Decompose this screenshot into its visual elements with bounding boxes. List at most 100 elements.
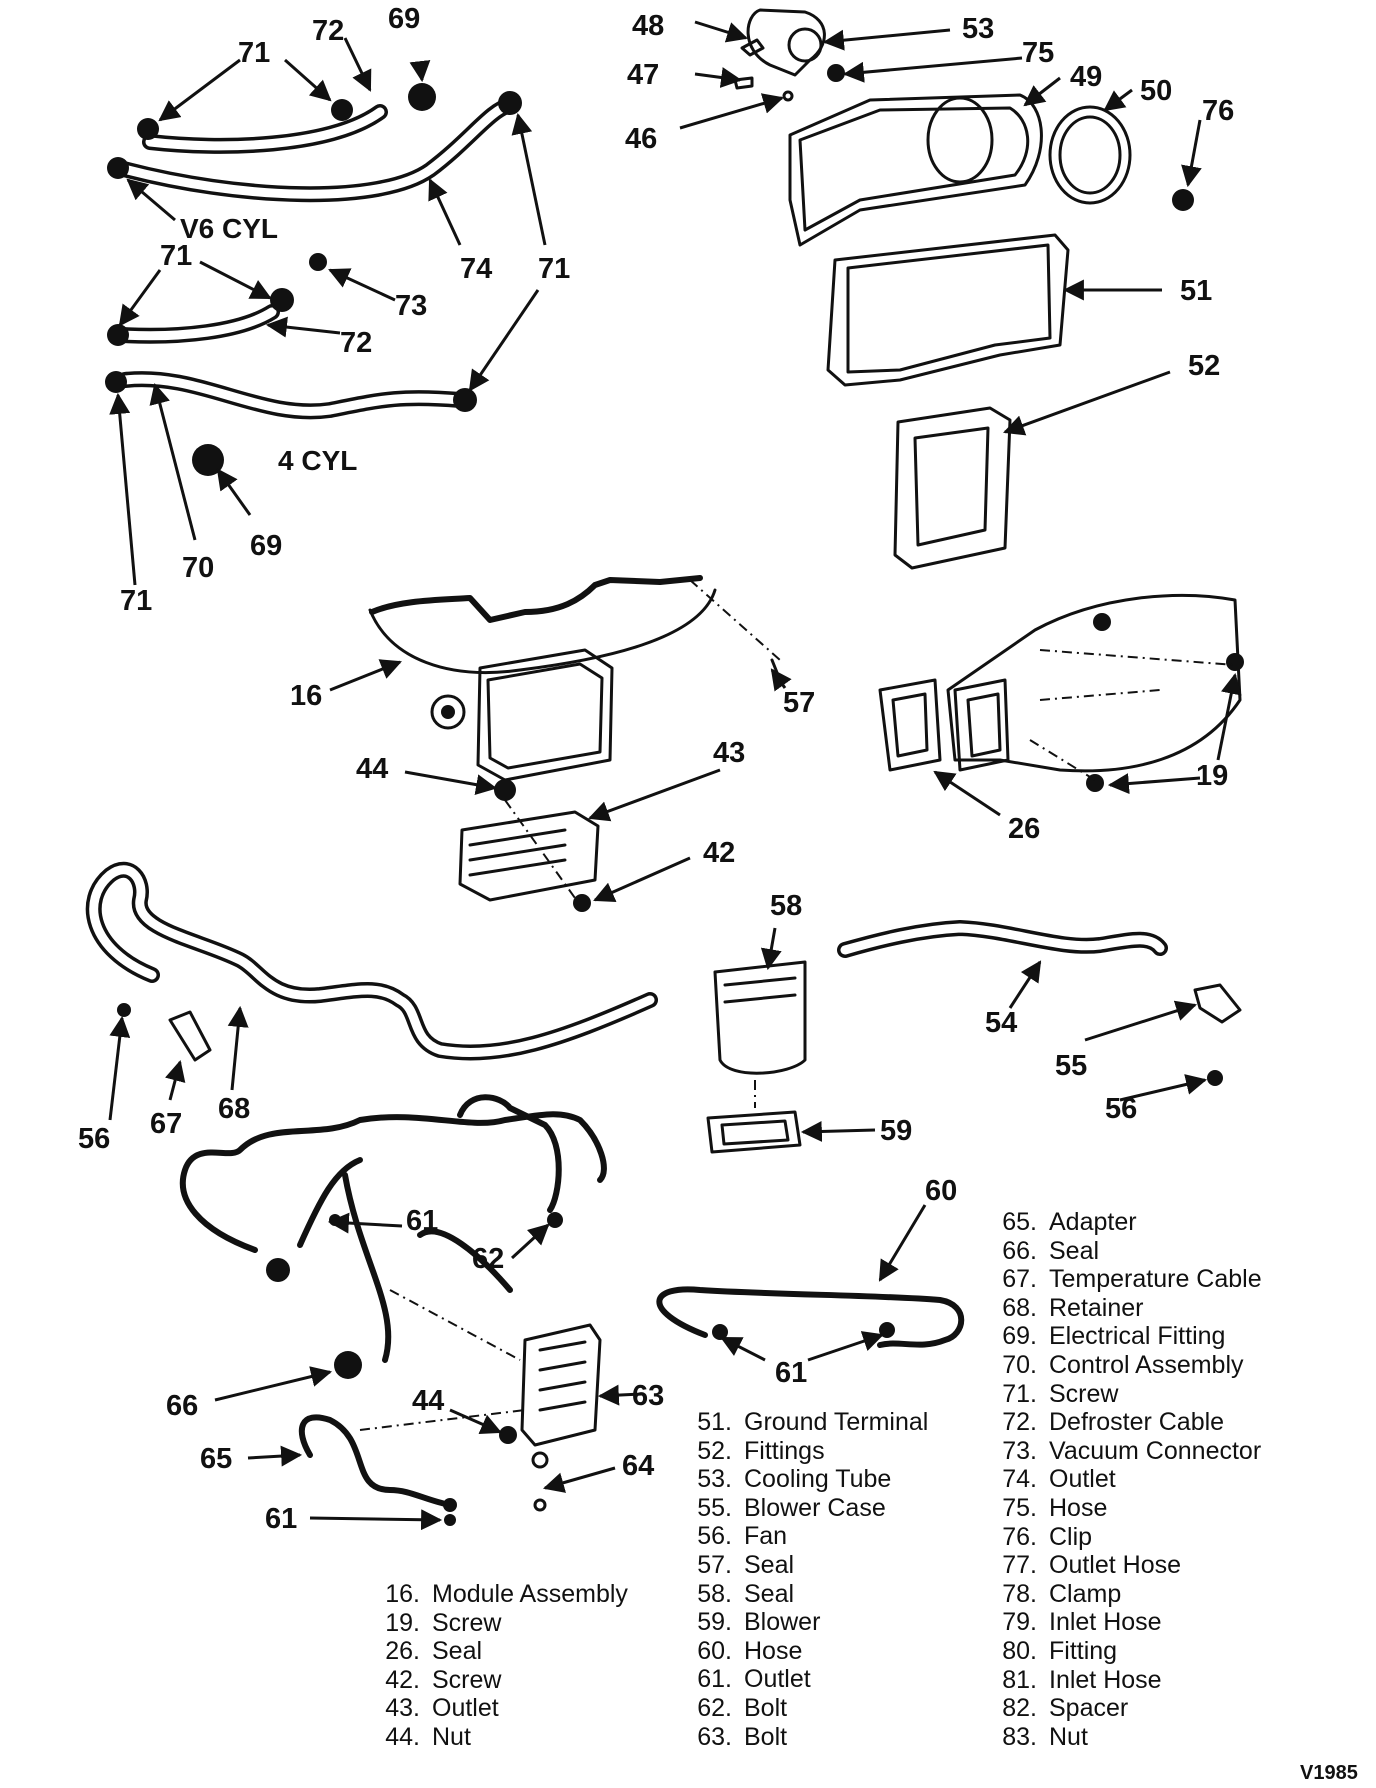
callout-53: 53 [962,13,994,45]
legend-item-name: Clamp [1049,1579,1122,1608]
legend-item-number: 53. [697,1465,732,1494]
legend-item: 55.Blower Case [680,1494,928,1523]
legend-item-number: 26. [385,1637,420,1666]
legend-item: 83.Nut [985,1723,1262,1752]
legend-item-name: Hose [744,1636,803,1665]
middle-leaders [329,659,1242,902]
legend-item: 78. Clamp [985,1580,1262,1609]
legend-item-name: Cooling Tube [744,1465,892,1494]
callout-65: 65 [200,1443,232,1475]
legend-item-number: 71. [1002,1379,1037,1408]
callout-49: 49 [1070,61,1102,93]
legend-item-name: Bolt [744,1722,788,1751]
callout-68: 68 [218,1093,250,1125]
callout-75: 75 [1022,37,1054,69]
legend-item-number: 68. [1002,1293,1037,1322]
legend-item-number: 63. [697,1722,732,1751]
callout-51: 51 [1180,275,1212,307]
legend-item: 43.Outlet [368,1694,628,1723]
legend-item-number: 82. [1002,1694,1037,1723]
wiring-harness [179,1094,607,1379]
callout-59: 59 [880,1115,912,1147]
callout-44: 44 [356,753,388,785]
legend-item: 79.Inlet Hose [985,1608,1262,1637]
legend-item-number: 66. [1002,1236,1037,1265]
callout-72: 72 [340,327,372,359]
diagram-code: V1985 [1300,1762,1358,1784]
callout-64: 64 [622,1450,654,1482]
legend-item-name: Seal [744,1550,795,1579]
legend-item-name: Ground Terminal [744,1408,929,1436]
callout-72: 72 [312,15,344,47]
legend-item: 56.Fan [680,1522,928,1551]
legend-item-number: 52. [697,1436,732,1465]
legend-item-name: Outlet [432,1694,499,1723]
legend-item-name: Outlet [1049,1465,1116,1494]
callout-50: 50 [1140,75,1172,107]
legend-item: 73. Vacuum Connector [985,1437,1262,1466]
callout-70: 70 [182,552,214,584]
legend-item-name: Module Assembly [432,1580,628,1608]
legend-item: 72.Defroster Cable [985,1408,1262,1437]
legend-item-name: Nut [1049,1722,1088,1751]
legend-item-name: Adapter [1049,1208,1137,1236]
top-right-leaders [679,20,1202,436]
legend-item: 66.Seal [985,1237,1262,1266]
legend-item-name: Spacer [1049,1694,1129,1723]
4-cyl-label: 4 CYL [278,445,357,476]
callout-57: 57 [783,687,815,719]
legend-item-number: 69. [1002,1322,1037,1351]
top-left-leaders [109,37,547,586]
callout-69: 69 [250,530,282,562]
module-assembly [368,575,782,912]
legend-item: 67.Temperature Cable [985,1265,1262,1294]
legend-item: 65. Adapter [985,1208,1262,1237]
legend-item-name: Vacuum Connector [1049,1436,1262,1465]
callout-labels: 71 72 69 V6 CYL 74 71 71 73 72 4 CYL 69 … [78,3,1234,1535]
legend-item: 69.Electrical Fitting [985,1322,1262,1351]
legend-item-number: 58. [697,1579,732,1608]
legend-item-name: Outlet Hose [1049,1551,1182,1580]
callout-74: 74 [460,253,492,285]
callout-58: 58 [770,890,802,922]
legend-item: 44.Nut [368,1723,628,1752]
callout-16: 16 [290,680,322,712]
legend-item: 75.Hose [985,1494,1262,1523]
blower-fan [706,960,807,1154]
legend-item-name: Control Assembly [1049,1350,1244,1379]
legend-item-name: Seal [744,1579,795,1608]
callout-56: 56 [1105,1093,1137,1125]
v6-cyl-label: V6 CYL [180,213,278,244]
legend-item-number: 77. [1002,1551,1037,1580]
callout-71: 71 [120,585,152,617]
legend-item: 68.Retainer [985,1294,1262,1323]
legend-item-name: Fitting [1049,1636,1118,1665]
callout-67: 67 [150,1108,182,1140]
legend-item-number: 76. [1002,1522,1037,1551]
legend-item-number: 73. [1002,1436,1037,1465]
legend-item-name: Outlet [744,1665,811,1694]
legend-item-number: 19. [385,1608,420,1637]
4cyl-hose-assembly [105,253,477,476]
legend-item-name: Temperature Cable [1049,1265,1262,1294]
legend-item: 81.Inlet Hose [985,1666,1262,1695]
defroster-duct [85,861,658,1062]
legend-item-number: 65. [1002,1208,1037,1236]
legend-item-number: 51. [697,1408,732,1436]
legend-item-number: 60. [697,1636,732,1665]
legend-item-number: 79. [1002,1608,1037,1637]
legend-item: 70.Control Assembly [985,1351,1262,1380]
legend-item: 71.Screw [985,1380,1262,1409]
legend-item: 74.Outlet [985,1465,1262,1494]
legend-item: 19.Screw [368,1609,628,1638]
legend-item-number: 72. [1002,1408,1037,1437]
legend-item-name: Clip [1049,1522,1093,1551]
callout-61: 61 [775,1357,807,1389]
heater-hose [837,920,1242,1086]
legend-item: 52.Fittings [680,1437,928,1466]
blower-housing-assembly [733,8,1194,570]
legend-item-number: 78. [1002,1579,1037,1608]
